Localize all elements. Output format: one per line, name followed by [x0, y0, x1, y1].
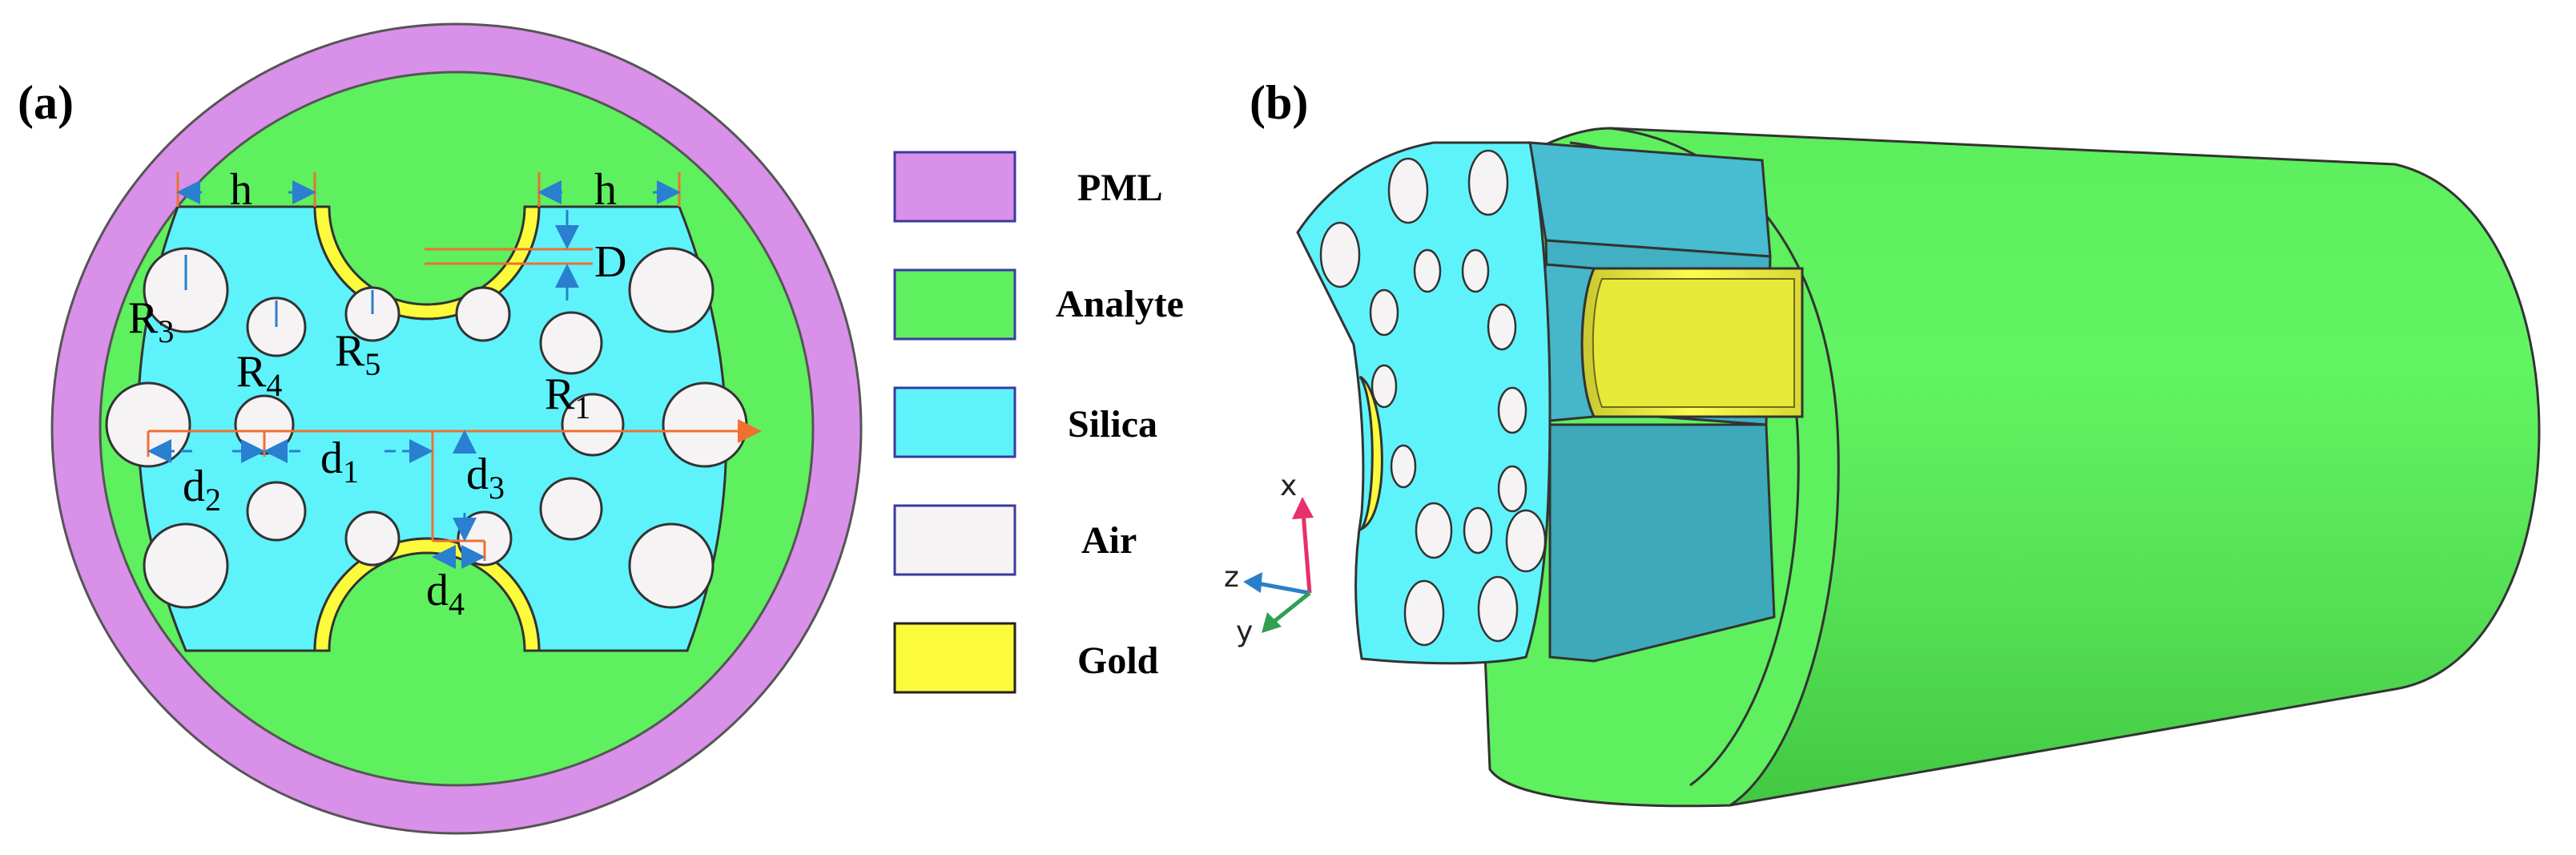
axis-x-label: x [1280, 470, 1297, 502]
air-hole [1505, 509, 1547, 573]
d2-label: d2 [183, 462, 221, 518]
air-hole [1467, 149, 1509, 216]
legend-label-silica: Silica [1068, 403, 1157, 446]
panel-a: (a) [18, 22, 863, 835]
air-hole [1390, 444, 1417, 489]
d3-d4-arrows [432, 430, 485, 569]
d1-label: d1 [320, 434, 359, 490]
air-hole [1477, 575, 1519, 643]
axis-z-label: z [1224, 561, 1239, 594]
air-hole [1369, 288, 1399, 337]
air-hole [1403, 579, 1445, 647]
air-hole [1371, 364, 1398, 409]
legend-label-analyte: Analyte [1056, 283, 1184, 325]
legend-item-gold: Gold [893, 622, 1159, 694]
radius-markers [184, 255, 374, 327]
air-hole [246, 481, 307, 542]
legend-label-air: Air [1081, 519, 1137, 562]
panel-a-label: (a) [18, 76, 74, 129]
air-hole [1461, 248, 1490, 293]
air-hole [662, 381, 748, 468]
air-hole [344, 510, 400, 567]
front-air-holes [1319, 149, 1547, 647]
air-hole [1387, 157, 1429, 224]
legend-item-silica: Silica [893, 386, 1157, 458]
legend-item-pml: PML [893, 151, 1163, 223]
d-thickness-dimension [425, 210, 593, 300]
axes-triad: x z y [1224, 470, 1314, 648]
air-hole [539, 477, 603, 541]
air-hole [455, 286, 511, 342]
air-hole [628, 247, 714, 333]
legend-label-pml: PML [1077, 167, 1163, 209]
silica-block-top-face [1528, 141, 1772, 258]
axis-y-label: y [1236, 615, 1253, 648]
R1-label: R1 [545, 369, 590, 425]
R5-label: R5 [335, 326, 380, 382]
d4-label: d4 [426, 566, 465, 622]
legend-label-gold: Gold [1077, 639, 1159, 682]
air-hole [1497, 465, 1527, 513]
h-left-label: h [230, 165, 252, 215]
legend: PML Analyte Silica Air Gold [893, 151, 1184, 694]
air-hole [539, 311, 603, 375]
legend-item-analyte: Analyte [893, 268, 1184, 341]
air-hole [1487, 303, 1517, 351]
d3-label: d3 [466, 450, 505, 506]
air-hole [561, 393, 625, 457]
air-hole [1463, 506, 1493, 555]
R3-label: R3 [128, 293, 174, 349]
air-hole [1497, 386, 1527, 434]
air-holes [105, 247, 748, 609]
gold-channel-inner [1592, 278, 1795, 408]
air-hole [1415, 502, 1453, 559]
air-hole [1413, 248, 1442, 293]
air-hole [143, 522, 229, 609]
R4-label: R4 [236, 347, 282, 403]
air-hole [628, 522, 714, 609]
panel-b: (b) [1224, 76, 2541, 808]
h-right-label: h [594, 165, 617, 215]
legend-item-air: Air [893, 504, 1137, 576]
silica-block-lower [1548, 423, 1776, 663]
front-gold-groove [1358, 375, 1383, 532]
panel-b-label: (b) [1250, 76, 1308, 129]
D-label: D [594, 237, 626, 287]
air-hole [1319, 221, 1361, 288]
